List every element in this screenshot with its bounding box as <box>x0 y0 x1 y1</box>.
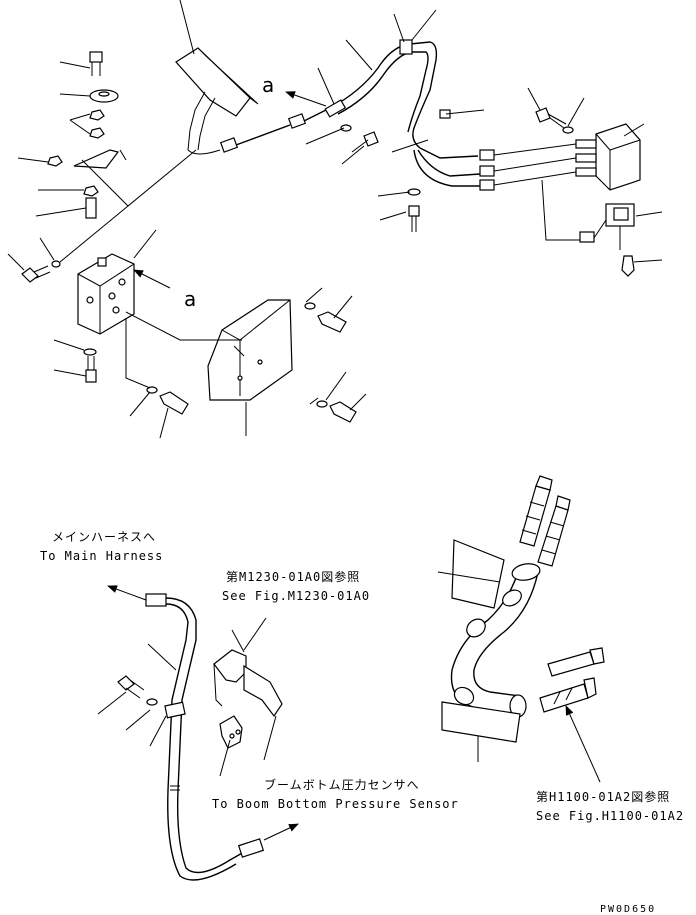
bolt <box>535 107 574 134</box>
hose-fitting <box>539 677 597 713</box>
connector <box>237 838 265 858</box>
bolt <box>21 260 61 283</box>
connector <box>479 179 495 191</box>
bolt <box>117 675 145 699</box>
connector <box>219 137 239 153</box>
mounting-bracket <box>77 253 135 335</box>
washer <box>83 348 97 356</box>
boom-sensor-label-en: To Boom Bottom Pressure Sensor <box>212 797 459 811</box>
bracket-plate <box>441 701 521 743</box>
connector <box>479 149 495 161</box>
connector <box>145 593 167 607</box>
sensor-unit <box>541 179 635 277</box>
hose-fitting <box>537 495 571 567</box>
cover-plate <box>207 299 293 401</box>
bolt <box>304 302 347 333</box>
connector <box>579 231 595 243</box>
clamp <box>164 701 186 719</box>
bolt <box>407 188 421 232</box>
boom-sensor-label-ja: ブームボトム圧力センサへ <box>264 777 420 792</box>
fig-ref-h1100-ja: 第H1100-01A2図参照 <box>536 789 670 804</box>
reference-letter: a <box>262 73 274 97</box>
bolt <box>146 386 189 415</box>
reference-letter: a <box>184 287 196 311</box>
drawing-code: PW0D650 <box>600 904 656 915</box>
harness-bracket <box>213 649 283 749</box>
bracket-plate <box>451 539 505 609</box>
hose-fitting <box>519 475 553 547</box>
left-hardware <box>47 51 129 219</box>
connector <box>479 165 495 177</box>
harness-boot <box>175 47 259 155</box>
main-harness-label-en: To Main Harness <box>40 549 163 563</box>
bolt <box>316 400 357 423</box>
relay-block <box>493 123 641 191</box>
fig-ref-m1230-en: See Fig.M1230-01A0 <box>222 589 370 603</box>
lower-right-assembly: 第H1100-01A2図参照 See Fig.H1100-01A2 <box>437 475 684 823</box>
connector <box>287 113 307 129</box>
upper-assembly: a a <box>7 0 663 439</box>
bent-tube <box>450 563 541 718</box>
main-harness-label-ja: メインハーネスへ <box>52 530 156 544</box>
bolt <box>85 356 97 383</box>
hose-fitting <box>547 647 605 677</box>
bolt <box>340 124 379 153</box>
clamp <box>399 39 413 55</box>
lower-left-assembly: メインハーネスへ To Main Harness 第M1230-01A0図参照 … <box>40 530 459 881</box>
washer <box>146 698 158 706</box>
fig-ref-h1100-en: See Fig.H1100-01A2 <box>536 809 684 823</box>
fig-ref-m1230-ja: 第M1230-01A0図参照 <box>226 569 360 584</box>
clamp <box>324 99 347 118</box>
